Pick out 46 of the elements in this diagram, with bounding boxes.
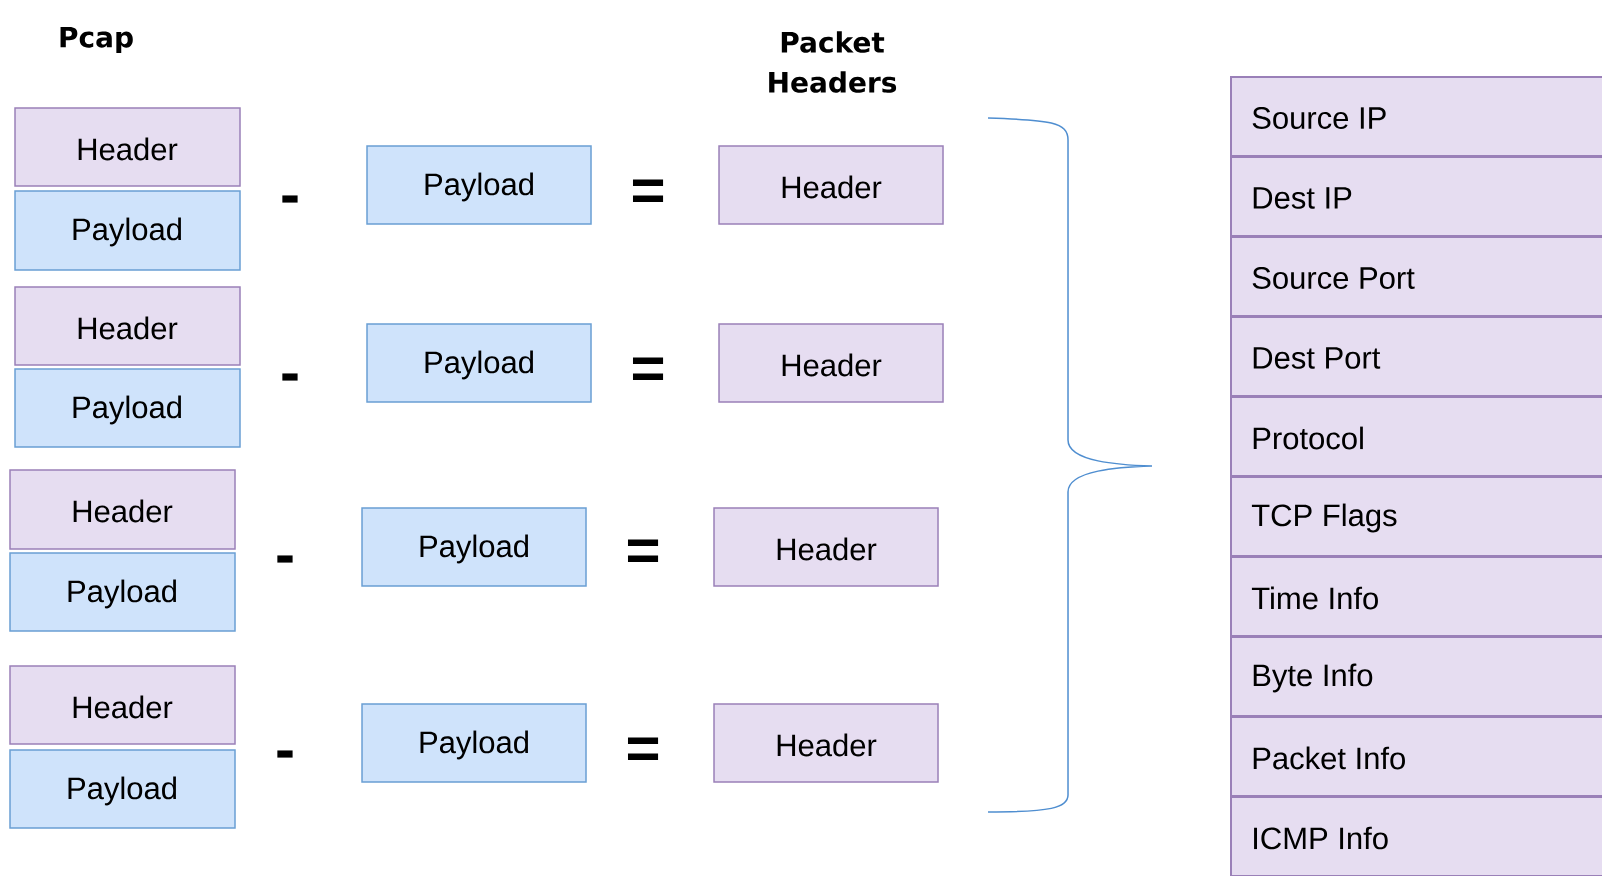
header-box: Header — [713, 507, 939, 587]
payload-box: Payload — [361, 703, 587, 783]
operator-sign: = — [633, 179, 664, 203]
node-label: Protocol — [1253, 426, 1363, 450]
node-label: Time Info — [1251, 586, 1378, 610]
payload-box: Payload — [366, 145, 592, 225]
operator-sign: - — [282, 373, 298, 381]
payload-box: Payload — [14, 368, 241, 448]
payload-box: Payload — [9, 749, 236, 829]
field-box: Packet Info — [1230, 716, 1602, 797]
node-label: Packet Info — [1253, 746, 1405, 770]
header-box: Header — [14, 107, 241, 187]
column-heading: Pcap — [60, 26, 133, 54]
header-box: Header — [718, 145, 944, 225]
operator-sign: - — [277, 750, 293, 758]
node-label: ICMP Info — [1254, 826, 1388, 850]
header-box: Header — [9, 665, 236, 745]
field-box: Dest IP — [1230, 156, 1602, 237]
operator-sign: = — [633, 357, 664, 381]
header-box: Header — [713, 703, 939, 783]
node-label: Dest Port — [1253, 347, 1381, 369]
field-box: Time Info — [1230, 556, 1602, 637]
header-box: Header — [14, 286, 241, 366]
node-label: Byte Info — [1253, 663, 1373, 693]
node-label: TCP Flags — [1251, 503, 1397, 533]
field-box: TCP Flags — [1230, 476, 1602, 557]
operator-sign: = — [628, 737, 659, 761]
field-box: Protocol — [1230, 396, 1602, 477]
payload-box: Payload — [361, 507, 587, 587]
field-box: Byte Info — [1230, 636, 1602, 717]
field-box: Source IP — [1230, 76, 1602, 157]
operator-sign: - — [277, 555, 293, 563]
operator-sign: - — [282, 195, 298, 203]
payload-box: Payload — [9, 552, 236, 632]
operator-sign: = — [628, 539, 659, 563]
node-label: Source IP — [1252, 107, 1386, 129]
node-label: Dest IP — [1253, 187, 1352, 209]
column-heading: Packet Headers — [769, 31, 897, 93]
header-box: Header — [718, 323, 944, 403]
node-label: Source Port — [1252, 267, 1415, 289]
field-box: ICMP Info — [1230, 796, 1602, 876]
payload-box: Payload — [366, 323, 592, 403]
field-box: Dest Port — [1230, 316, 1602, 397]
payload-box: Payload — [14, 190, 241, 271]
field-box: Source Port — [1230, 236, 1602, 317]
header-box: Header — [9, 469, 236, 550]
